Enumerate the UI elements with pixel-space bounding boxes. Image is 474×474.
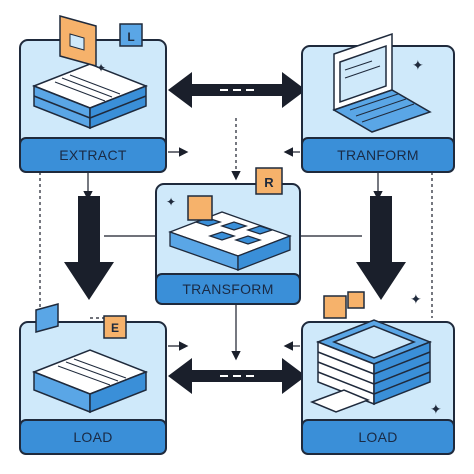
load-right-label: LOAD	[358, 429, 397, 445]
sparkle-icon: ✦	[410, 292, 422, 308]
node-load-right: LOAD ✦ ✦	[302, 292, 454, 454]
node-extract: EXTRACT L ✦	[20, 16, 166, 172]
svg-text:L: L	[127, 30, 134, 44]
cube-l-icon: L	[120, 24, 142, 46]
cube-e-icon: E	[104, 316, 126, 338]
sparkle-icon: ✦	[96, 61, 106, 75]
transform-label: TRANSFORM	[182, 281, 273, 297]
node-tranform: TRANFORM ✦	[302, 34, 454, 172]
sparkle-icon: ✦	[430, 402, 442, 418]
down-arrow-right	[356, 196, 406, 300]
node-transform: TRANSFORM R ✦	[156, 168, 300, 304]
sparkle-icon: ✦	[166, 195, 176, 209]
tranform-label: TRANFORM	[337, 147, 419, 163]
node-load-left: LOAD E	[20, 304, 166, 454]
down-arrow-left	[64, 196, 114, 300]
extract-label: EXTRACT	[59, 147, 127, 163]
cube-orange-icon	[324, 292, 364, 318]
sparkle-icon: ✦	[412, 58, 424, 74]
svg-text:E: E	[111, 321, 119, 335]
load-left-label: LOAD	[73, 429, 112, 445]
svg-text:R: R	[264, 175, 274, 190]
